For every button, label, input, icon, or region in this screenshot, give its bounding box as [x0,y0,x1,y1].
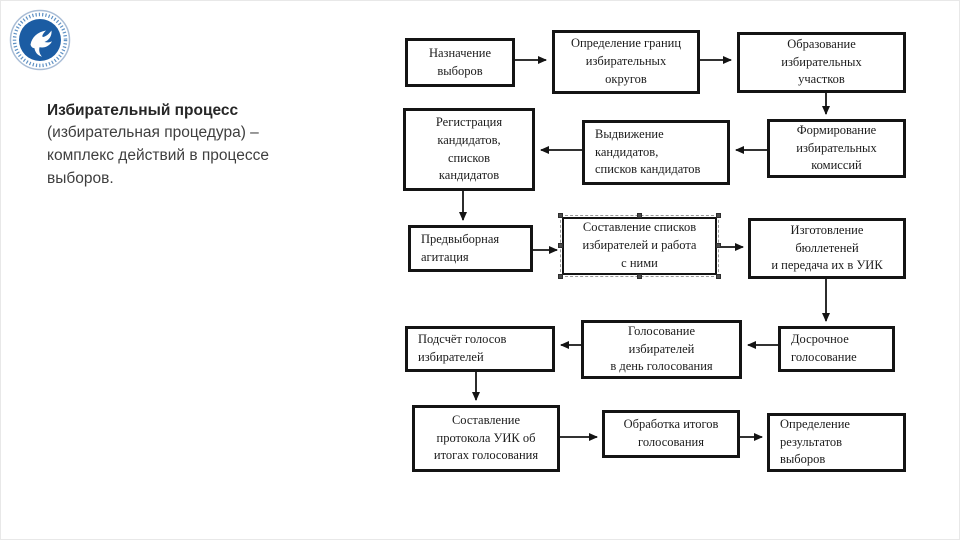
flow-box-vydvizhenie[interactable]: Выдвижение кандидатов, списков кандидато… [582,120,730,185]
flow-box-label: Изготовление бюллетеней и передача их в … [771,222,883,273]
flow-box-protokol[interactable]: Составление протокола УИК об итогах голо… [412,405,560,472]
selection-handle[interactable] [558,243,563,248]
flow-box-rezultaty[interactable]: Определение результатов выборов [767,413,906,472]
flow-box-registracia[interactable]: Регистрация кандидатов, списков кандидат… [403,108,535,191]
flow-box-label: Определение границ избирательных округов [570,36,682,86]
flow-box-label: Образование избирательных участков [781,36,862,87]
definition-term: Избирательный процесс [47,101,239,119]
flow-box-label: Предвыборная агитация [421,231,500,264]
flow-box-label: Назначение выборов [428,45,491,78]
flow-box-komissii[interactable]: Формирование избирательных комиссий [767,119,906,178]
selection-handle[interactable] [716,213,721,218]
flowchart: Назначение выборов Определение границ из… [395,25,915,485]
selection-handle[interactable] [636,274,642,279]
flow-box-podschet[interactable]: Подсчёт голосов избирателей [405,326,555,372]
selection-handle[interactable] [558,274,563,279]
flow-box-label: Составление списков избирателей и работа… [582,220,697,270]
flow-box-label: Формирование избирательных комиссий [796,122,877,173]
flow-box-label: Подсчёт голосов избирателей [418,332,507,364]
flow-box-dosrochnoe[interactable]: Досрочное голосование [778,326,895,372]
flow-box-bjulleteni[interactable]: Изготовление бюллетеней и передача их в … [748,218,906,279]
definition-text: Избирательный процесс (избирательная про… [47,100,299,191]
school-emblem-icon [9,9,71,71]
flow-box-label: Выдвижение кандидатов, списков кандидато… [595,126,701,177]
selection-handle[interactable] [558,213,563,218]
flow-box-obrabotka[interactable]: Обработка итогов голосования [602,410,740,458]
dove-icon [30,30,52,57]
definition-body: (избирательная процедура) – комплекс дей… [47,124,269,187]
flow-box-uchastki[interactable]: Образование избирательных участков [737,32,906,93]
flow-box-label: Голосование избирателей в день голосован… [610,323,713,374]
flow-box-agitacia[interactable]: Предвыборная агитация [408,225,533,272]
flow-box-label: Составление протокола УИК об итогах голо… [433,412,539,463]
flow-box-naznachenie[interactable]: Назначение выборов [405,38,515,87]
selection-handle[interactable] [636,213,642,218]
selection-handle[interactable] [716,243,721,248]
flow-box-granicy[interactable]: Определение границ избирательных округов [552,30,700,94]
selection-handle[interactable] [716,274,721,279]
flow-box-label: Определение результатов выборов [780,416,850,467]
flow-box-label: Обработка итогов голосования [623,417,719,449]
flow-box-golosovanie[interactable]: Голосование избирателей в день голосован… [581,320,742,379]
flow-box-label: Регистрация кандидатов, списков кандидат… [435,115,503,183]
flow-box-label: Досрочное голосование [791,332,857,364]
flow-box-spiski[interactable]: Составление списков избирателей и работа… [558,213,721,279]
